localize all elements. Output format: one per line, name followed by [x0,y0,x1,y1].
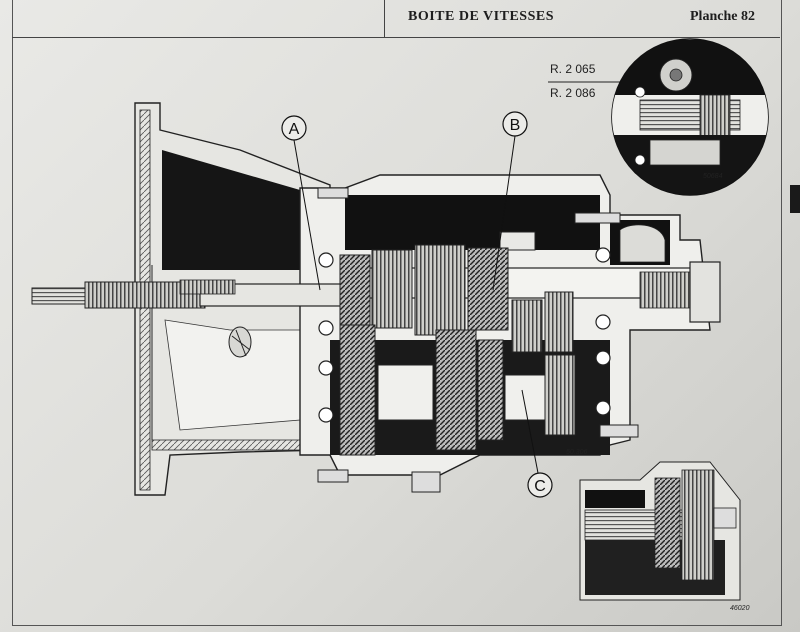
header-rule [12,37,780,38]
reference-line-1: R. 2 065 [550,62,596,76]
svg-text:A: A [289,121,300,138]
page-frame [12,0,782,626]
main-shaft-gears [318,244,611,353]
callout-leaders [293,135,539,474]
inset-bottom-figure-number: 46020 [730,605,750,612]
callout-a: A [281,115,307,141]
reference-block: R. 2 065 R. 2 086 [548,62,624,100]
svg-text:C: C [534,478,546,495]
reference-line-2: R. 2 086 [550,86,596,100]
svg-text:B: B [510,117,521,134]
detail-inset-circle: 50684 [611,38,769,196]
detail-inset-bottom: 46020 [579,461,750,612]
page-edge-tab [790,185,800,213]
callout-c: C [527,472,553,498]
layshaft-cluster [318,324,611,456]
page-title: BOITE DE VITESSES [408,9,554,24]
plate-number: Planche 82 [690,9,755,24]
callout-b: B [502,111,528,137]
main-figure-number: 50.306 [566,449,588,456]
header-divider [384,0,385,37]
inset-figure-number: 50684 [703,173,723,180]
